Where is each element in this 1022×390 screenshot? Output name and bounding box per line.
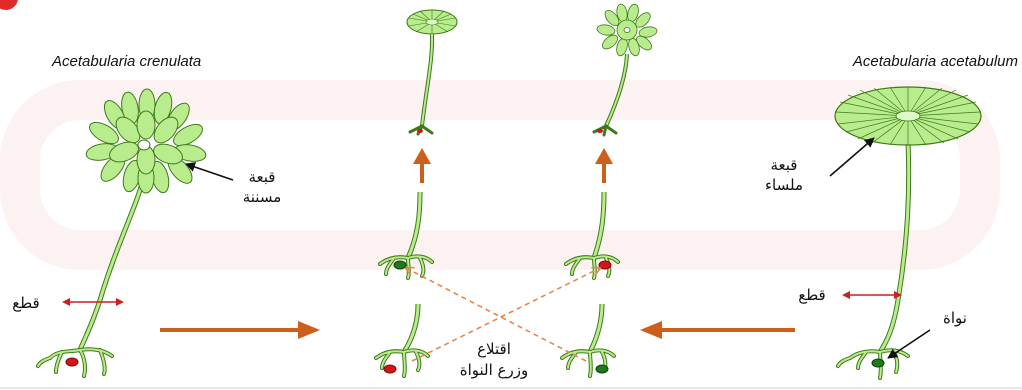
label-cut-left: قطع: [12, 294, 39, 312]
nucleus-left: [66, 358, 78, 366]
label-smooth-cap-1: قبعة: [771, 156, 798, 174]
label-exchange-2: وزرع النواة: [460, 361, 529, 379]
growth-arrow-center-1: [413, 148, 431, 183]
red-badge-icon: [0, 0, 18, 10]
growth-arrow-center-2: [595, 148, 613, 183]
species-label-right: Acetabularia acetabulum: [852, 53, 1018, 70]
label-toothed-cap-2: مسننة: [243, 188, 282, 206]
label-nucleus: نواة: [943, 309, 967, 327]
nucleus-right: [872, 359, 884, 367]
label-cut-right: قطع: [798, 286, 825, 304]
stalk-center-1-lower: [376, 304, 428, 376]
smooth-cap: [835, 87, 981, 145]
label-toothed-cap-1: قبعة: [249, 168, 276, 186]
label-smooth-cap-2: ملساء: [765, 176, 803, 194]
process-arrow-left: [160, 321, 320, 339]
species-label-left: Acetabularia crenulata: [51, 53, 201, 70]
stalk-center-2-lower: [562, 304, 614, 376]
process-arrow-right: [640, 321, 795, 339]
label-exchange-1: اقتلاع: [477, 340, 511, 358]
